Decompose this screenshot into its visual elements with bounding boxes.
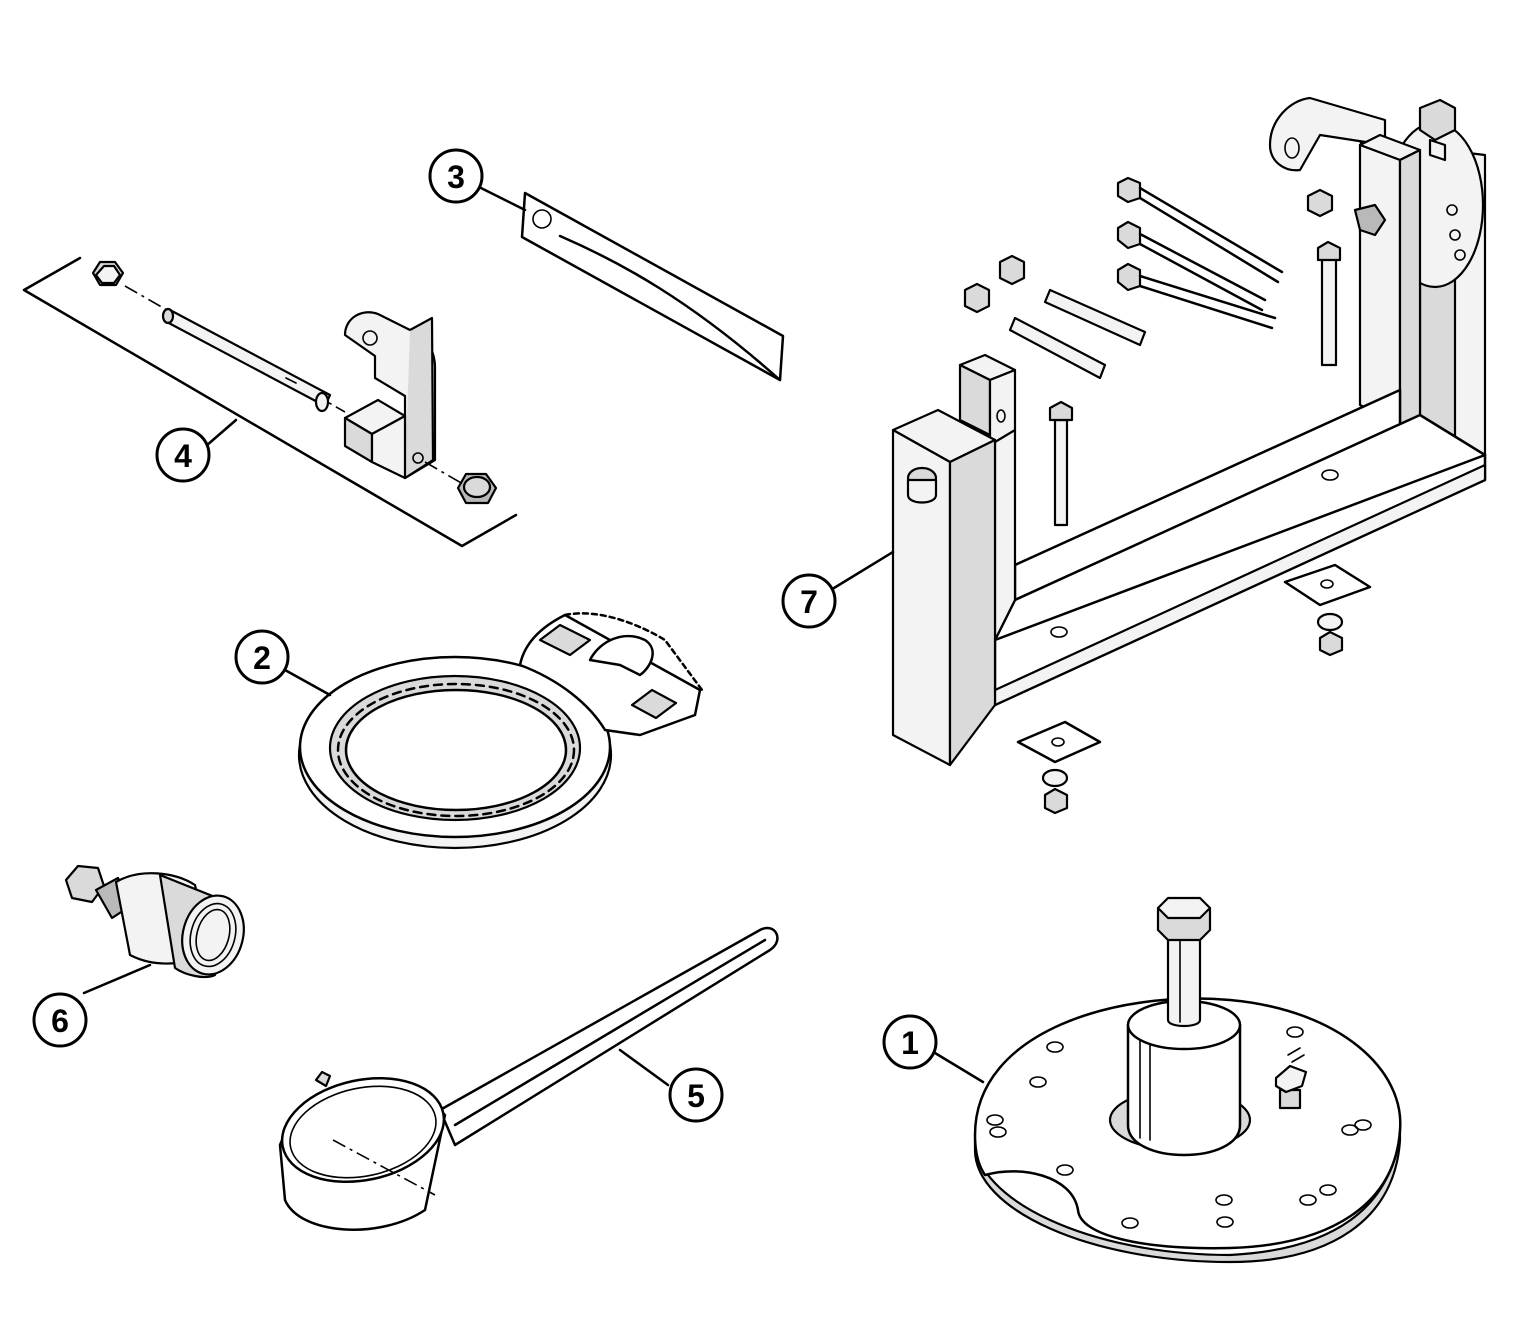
leader-lines — [82, 185, 985, 1087]
callout-6-label: 6 — [51, 1003, 69, 1039]
callout-4: 4 — [155, 427, 211, 483]
callout-1-label: 1 — [901, 1025, 919, 1061]
callout-3: 3 — [428, 148, 484, 204]
callout-6: 6 — [32, 992, 88, 1048]
part-7-frame-stand — [891, 96, 1487, 815]
part-3-strap — [520, 191, 785, 382]
callout-1: 1 — [882, 1014, 938, 1070]
leader-3 — [477, 185, 527, 212]
part-6-threaded-adapter — [64, 864, 245, 979]
callout-4-label: 4 — [174, 438, 192, 474]
leader-5 — [618, 1048, 670, 1087]
callout-5: 5 — [668, 1067, 724, 1123]
callout-2-label: 2 — [253, 640, 271, 676]
callout-7: 7 — [781, 573, 837, 629]
part-2-toothed-ring — [297, 612, 704, 850]
leader-2 — [283, 668, 332, 697]
callout-5-label: 5 — [687, 1078, 705, 1114]
callout-3-label: 3 — [447, 159, 465, 195]
leader-7 — [832, 550, 895, 590]
leader-4 — [204, 418, 238, 448]
part-5-cup-wrench — [278, 926, 779, 1231]
leader-1 — [933, 1051, 985, 1084]
leader-6 — [82, 963, 152, 995]
callout-2: 2 — [234, 629, 290, 685]
part-4-bracket-assembly — [22, 256, 518, 548]
part-1-puller-plate — [973, 896, 1402, 1264]
callout-7-label: 7 — [800, 584, 818, 620]
